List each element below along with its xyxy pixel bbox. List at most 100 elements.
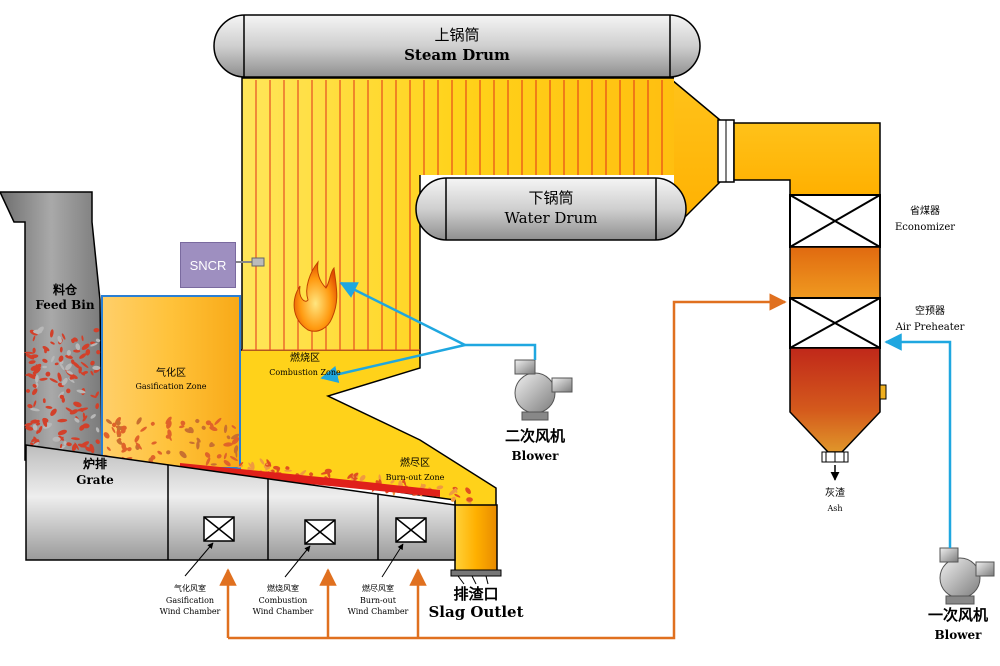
- fuel-particle: [450, 496, 456, 502]
- grate-label-zh: 炉排: [82, 457, 107, 471]
- fuel-particle: [105, 419, 113, 425]
- fuel-particle: [63, 441, 67, 446]
- feed-bin-label-en: Feed Bin: [35, 298, 95, 312]
- fuel-particle: [69, 409, 79, 415]
- fuel-particle: [27, 373, 37, 379]
- fuel-particle: [135, 442, 142, 450]
- fuel-particle: [26, 388, 30, 393]
- sncr-nozzle-icon: [235, 257, 265, 267]
- fuel-particle: [448, 488, 457, 496]
- fuel-particle: [201, 425, 206, 430]
- fuel-particle: [50, 408, 57, 416]
- fuel-particle: [116, 434, 122, 437]
- fuel-particle: [90, 370, 94, 376]
- fuel-particle: [78, 407, 89, 412]
- fuel-particle: [111, 422, 117, 428]
- fuel-particle: [209, 422, 214, 430]
- steam-drum: [213, 14, 701, 78]
- fuel-particle: [65, 354, 73, 359]
- fuel-particle: [29, 407, 40, 412]
- fuel-particle: [157, 450, 163, 455]
- primary-air-lines: [219, 293, 952, 640]
- fuel-particle: [60, 443, 63, 449]
- burnout-chamber-label-zh: 燃尽风室: [362, 584, 394, 593]
- fuel-particle: [61, 333, 66, 340]
- gasification-chamber-label-en1: Gasification: [165, 596, 215, 605]
- fuel-particle: [32, 383, 37, 388]
- fuel-particle: [111, 426, 116, 434]
- fuel-particle: [266, 459, 272, 467]
- flame-icon: [293, 260, 338, 332]
- fuel-particle: [42, 345, 50, 352]
- fuel-particle: [59, 346, 63, 353]
- gasification-zone: [101, 295, 241, 469]
- gasification-zone-label-zh: 气化区: [156, 368, 186, 379]
- fuel-particle: [121, 447, 128, 453]
- fuel-particle: [223, 452, 227, 460]
- fuel-particle: [196, 440, 200, 450]
- fuel-particle: [90, 394, 97, 399]
- burnout-chamber-label-en2: Wind Chamber: [347, 607, 409, 616]
- fuel-particle: [230, 433, 240, 440]
- fuel-particle: [205, 420, 212, 426]
- fuel-particle: [196, 437, 201, 443]
- fuel-particle: [36, 422, 41, 426]
- fuel-particle: [32, 335, 36, 342]
- fuel-particle: [347, 473, 354, 479]
- combustion-damper: [304, 519, 336, 545]
- fuel-particle: [327, 470, 331, 479]
- fuel-particle: [116, 439, 123, 445]
- air-preheater-label-zh: 空预器: [915, 306, 945, 317]
- fuel-particle: [57, 429, 67, 436]
- fuel-particle: [259, 458, 265, 465]
- fuel-particle: [58, 435, 65, 441]
- fuel-particle: [42, 422, 53, 429]
- fuel-particle: [85, 349, 91, 356]
- secondary-blower-label-en: Blower: [511, 449, 559, 463]
- fuel-particle: [436, 485, 444, 490]
- fuel-particle: [80, 372, 86, 376]
- fuel-particle: [115, 420, 121, 426]
- steam-drum-label-zh: 上锅筒: [434, 26, 480, 44]
- chamber-pointer-arrows: [184, 542, 404, 578]
- fuel-particle: [134, 435, 140, 443]
- air-preheater-label-en: Air Preheater: [895, 322, 965, 333]
- fuel-particle: [90, 414, 96, 419]
- fuel-particle: [251, 461, 255, 471]
- primary-blower-label-zh: 一次风机: [927, 606, 988, 624]
- fuel-particle: [34, 363, 42, 371]
- gasification-damper: [203, 516, 235, 542]
- fuel-particle: [80, 361, 89, 368]
- fuel-particle: [223, 424, 228, 434]
- burnout-zone-label-en: Burn-out Zone: [385, 473, 445, 482]
- economizer-label-zh: 省煤器: [910, 206, 940, 217]
- economizer-column: [789, 194, 887, 481]
- fuel-particle: [57, 335, 62, 343]
- fuel-particle: [66, 370, 74, 375]
- fuel-particle: [90, 360, 95, 366]
- fuel-particle: [28, 360, 36, 364]
- fuel-particle: [214, 417, 222, 425]
- fuel-particle: [238, 462, 244, 467]
- fuel-particle: [77, 443, 87, 448]
- fuel-particle: [465, 487, 471, 495]
- fuel-particle: [33, 329, 43, 334]
- fuel-particle: [78, 366, 82, 374]
- fuel-particle: [420, 484, 426, 489]
- fuel-particle: [167, 434, 172, 441]
- fuel-particle: [50, 341, 55, 345]
- fuel-particle: [73, 401, 82, 408]
- fuel-particle: [231, 437, 240, 445]
- fuel-particle: [61, 377, 68, 386]
- fuel-particle: [52, 436, 61, 442]
- fuel-particle: [25, 426, 34, 431]
- fuel-particle: [73, 349, 81, 353]
- combustion-chamber-label-en2: Wind Chamber: [252, 607, 314, 616]
- fuel-particle: [81, 343, 90, 350]
- fuel-particle: [39, 377, 48, 381]
- combustion-chamber-label-zh: 燃烧风室: [267, 584, 299, 593]
- fuel-particle: [66, 388, 71, 394]
- fuel-particle: [204, 452, 211, 458]
- fuel-particle: [42, 358, 48, 363]
- fuel-particle: [285, 466, 290, 470]
